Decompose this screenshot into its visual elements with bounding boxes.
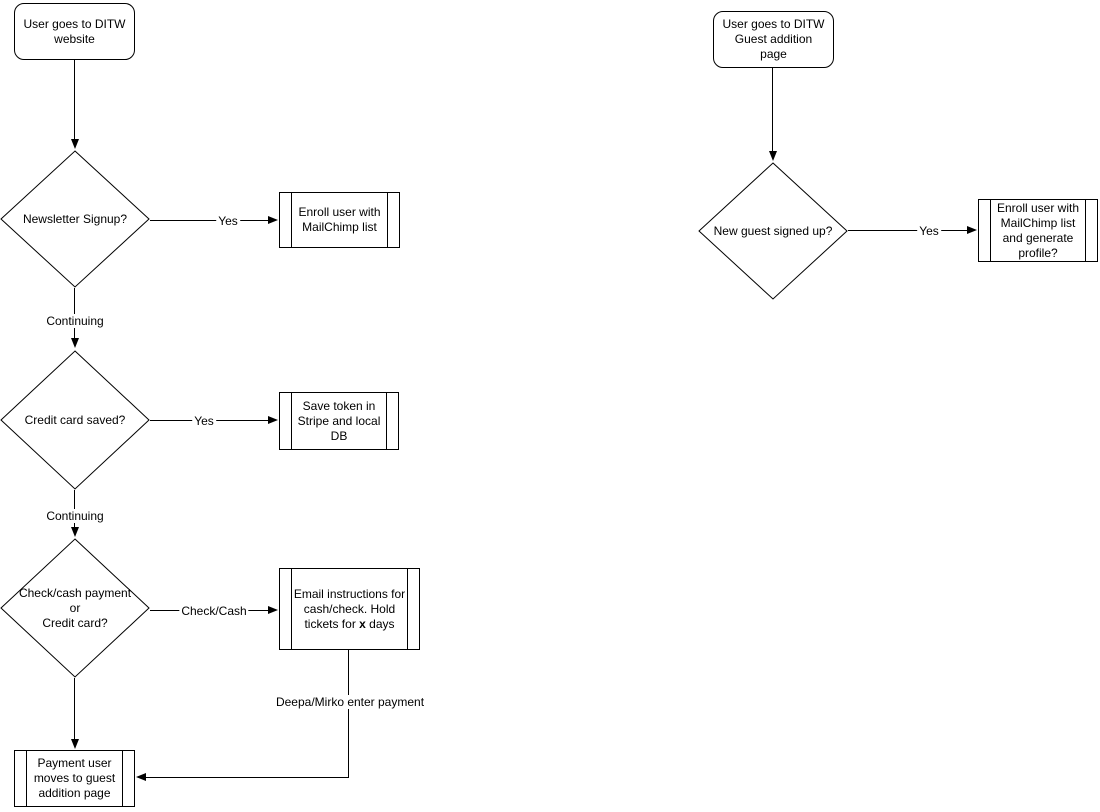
arrowhead-right	[268, 416, 278, 424]
arrowhead-down	[71, 527, 79, 537]
edge-label-yes: Yes	[216, 214, 240, 228]
subprocess-bar	[291, 193, 292, 247]
edge-label-continuing: Continuing	[44, 314, 106, 328]
arrowhead-down	[71, 338, 79, 348]
node-decision-new-guest-label: New guest signed up?	[713, 223, 833, 238]
edge-newsletter-to-credit	[74, 288, 75, 338]
subprocess-bar	[291, 569, 292, 649]
diamond-shape	[0, 150, 150, 288]
edge-payment-to-guestpage	[74, 678, 75, 739]
decision-payment-line-1: Check/cash payment	[18, 585, 132, 600]
edge-email-to-guestpage-vertical	[348, 650, 349, 778]
node-process-save-token-label: Save token in Stripe and local DB	[297, 398, 381, 443]
diamond-shape	[0, 350, 150, 490]
node-decision-payment-type-label: Check/cash payment or Credit card?	[0, 586, 150, 631]
arrowhead-right	[967, 226, 977, 234]
subprocess-bar	[1085, 200, 1086, 261]
arrowhead-right	[268, 216, 278, 224]
node-process-save-token[interactable]: Save token in Stripe and local DB	[279, 392, 399, 450]
node-start-guest-page-label: User goes to DITW Guest addition page	[722, 17, 825, 61]
node-process-email-instructions[interactable]: Email instructions for cash/check. Hold …	[279, 568, 420, 650]
node-process-payment-user-label: Payment user moves to guest addition pag…	[33, 756, 116, 800]
node-start-guest-page[interactable]: User goes to DITW Guest addition page	[713, 11, 834, 68]
subprocess-bar	[291, 393, 292, 449]
email-instructions-text: Email instructions for cash/check. Hold …	[293, 586, 406, 631]
node-process-enroll-mailchimp-label: Enroll user with MailChimp list	[298, 205, 381, 234]
edge-email-to-guestpage-horizontal	[146, 777, 349, 778]
node-start-website[interactable]: User goes to DITW website	[14, 3, 135, 60]
arrowhead-right	[268, 606, 278, 614]
arrowhead-down	[71, 139, 79, 149]
edge-label-yes: Yes	[192, 414, 216, 428]
edge-label-deepa-mirko: Deepa/Mirko enter payment	[273, 695, 427, 709]
edge-guest-to-enroll	[848, 230, 967, 231]
subprocess-bar	[26, 751, 27, 806]
node-process-enroll-generate-profile-label: Enroll user with MailChimp list and gene…	[996, 200, 1080, 260]
decision-payment-line-3: Credit card?	[42, 615, 108, 630]
arrowhead-down	[769, 151, 777, 161]
subprocess-bar	[386, 393, 387, 449]
node-decision-credit-saved-label: Credit card saved?	[24, 412, 126, 427]
arrowhead-down	[71, 739, 79, 749]
node-process-enroll-generate-profile[interactable]: Enroll user with MailChimp list and gene…	[978, 199, 1098, 262]
node-decision-payment-type[interactable]: Check/cash payment or Credit card?	[0, 538, 150, 678]
node-start-website-label: User goes to DITW website	[23, 16, 126, 46]
decision-payment-line-2: or	[69, 600, 81, 615]
node-decision-newsletter[interactable]: Newsletter Signup?	[0, 150, 150, 288]
subprocess-bar	[387, 193, 388, 247]
edge-gueststart-to-decision	[772, 68, 773, 151]
edge-label-continuing: Continuing	[44, 509, 106, 523]
subprocess-bar	[122, 751, 123, 806]
node-process-email-instructions-label: Email instructions for cash/check. Hold …	[293, 569, 406, 649]
email-instructions-bold-x: x	[359, 616, 366, 631]
node-process-enroll-mailchimp[interactable]: Enroll user with MailChimp list	[279, 192, 400, 248]
node-process-payment-user[interactable]: Payment user moves to guest addition pag…	[14, 750, 135, 807]
node-decision-newsletter-label: Newsletter Signup?	[22, 211, 128, 226]
node-decision-new-guest[interactable]: New guest signed up?	[698, 162, 848, 300]
edge-label-yes: Yes	[917, 224, 941, 238]
subprocess-bar	[990, 200, 991, 261]
node-decision-credit-saved[interactable]: Credit card saved?	[0, 350, 150, 490]
subprocess-bar	[407, 569, 408, 649]
arrowhead-left	[136, 773, 146, 781]
edge-label-checkcash: Check/Cash	[179, 604, 249, 618]
edge-start-to-newsletter	[74, 60, 75, 140]
edge-newsletter-to-enroll	[150, 220, 268, 221]
diamond-shape	[0, 538, 150, 678]
diamond-shape	[698, 162, 848, 300]
